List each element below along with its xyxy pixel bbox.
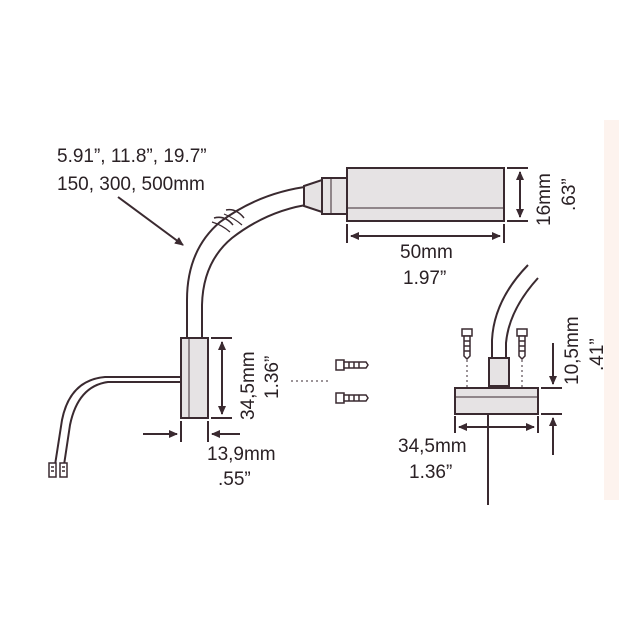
head-height-mm: 16mm <box>534 173 555 226</box>
head-height-inch: .63” <box>559 178 580 211</box>
screw-icon <box>516 328 528 361</box>
base-height-mm: 34,5mm <box>238 351 259 420</box>
arm-lengths-inch: 5.91”, 11.8”, 19.7” <box>57 146 207 167</box>
screw-icon <box>461 328 473 361</box>
base-block <box>180 337 209 419</box>
mount-side-view <box>454 264 539 505</box>
base-width-inch: .55” <box>218 469 251 490</box>
head-collar <box>303 178 323 214</box>
gooseneck-arm-inner <box>201 203 313 338</box>
mount-height-dimension <box>541 343 562 455</box>
base-height-inch: 1.36” <box>262 356 283 399</box>
base-width-mm: 13,9mm <box>207 444 276 465</box>
mount-plate <box>454 387 539 415</box>
gooseneck-arm-outer <box>186 185 313 338</box>
mount-width-inch: 1.36” <box>409 462 452 483</box>
cable-connector-icon <box>48 462 68 478</box>
screw-icon <box>335 359 369 371</box>
lamp-assembly <box>48 167 505 478</box>
base-width-dimension <box>143 421 240 442</box>
head-length-inch: 1.97” <box>403 268 446 289</box>
arrow-icon <box>117 196 184 246</box>
base-height-dimension <box>211 337 232 419</box>
screw-icon <box>335 392 369 404</box>
led-head <box>346 167 505 222</box>
mount-width-dimension <box>454 416 539 433</box>
head-height-dimension <box>507 167 528 222</box>
right-edge-tint <box>604 120 619 500</box>
mount-height-inch: .41” <box>587 338 608 371</box>
mount-height-mm: 10,5mm <box>562 316 583 385</box>
arm-break-mark <box>213 208 245 226</box>
head-length-dimension <box>346 224 505 243</box>
head-length-mm: 50mm <box>400 242 453 263</box>
mount-width-mm: 34,5mm <box>398 436 467 457</box>
power-cable-inner <box>63 381 182 466</box>
power-cable <box>54 376 182 466</box>
arm-lengths-mm: 150, 300, 500mm <box>57 174 205 195</box>
